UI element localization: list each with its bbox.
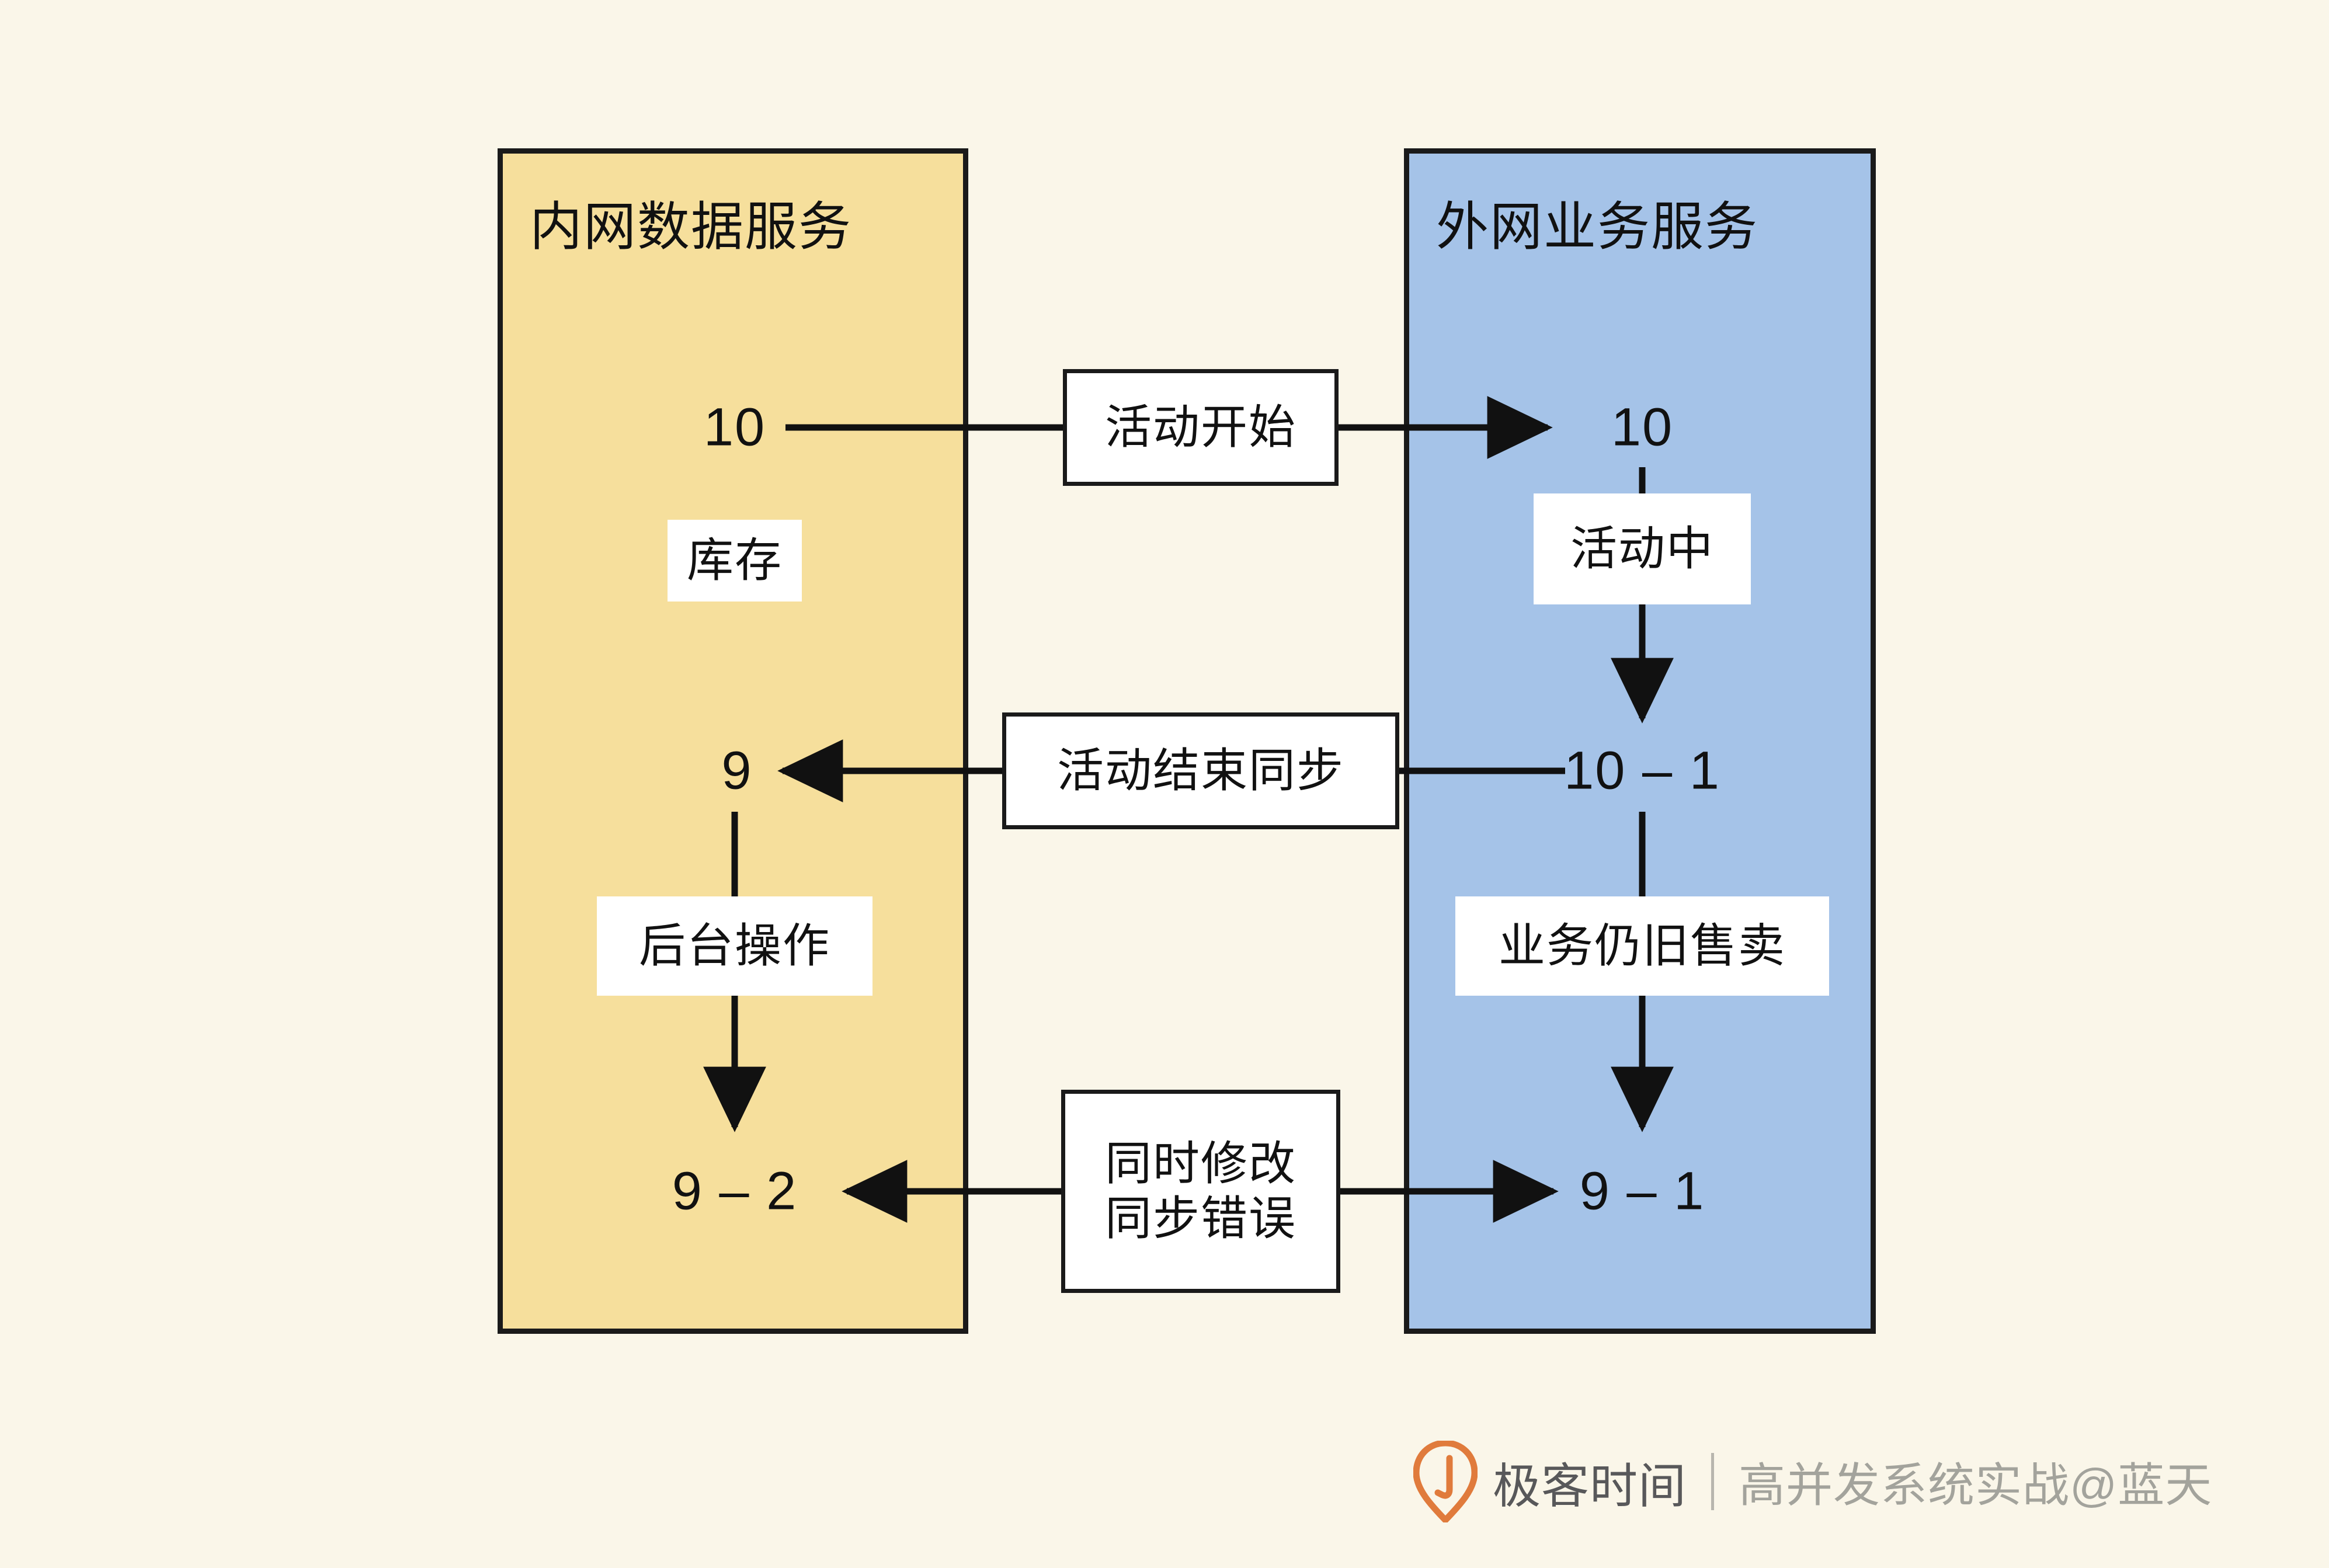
label-activity-start: 活动开始 [1063, 369, 1339, 486]
node-internal-stock-after-sync: 9 [721, 740, 753, 801]
lane-internal-title: 内网数据服务 [530, 198, 852, 256]
label-activity-running: 活动中 [1534, 493, 1751, 604]
geekbang-logo-icon [1413, 1441, 1478, 1522]
label-concurrent-modify-line2: 同步错误 [1105, 1192, 1296, 1244]
node-external-stock-after-sale: 10 – 1 [1564, 740, 1720, 801]
lane-external-title: 外网业务服务 [1436, 198, 1758, 256]
label-activity-end-sync: 活动结束同步 [1002, 712, 1399, 829]
lane-external-business-service: 外网业务服务 [1404, 148, 1876, 1334]
footer-divider [1711, 1453, 1715, 1510]
footer-course: 高并发系统实战@蓝天 [1739, 1459, 2213, 1511]
footer-watermark: 极客时间 高并发系统实战@蓝天 [1413, 1432, 2212, 1531]
label-backend-operation: 后台操作 [597, 896, 872, 996]
footer-brand: 极客时间 [1493, 1459, 1687, 1513]
node-internal-stock-final: 9 – 2 [672, 1161, 798, 1221]
label-concurrent-modify-line1: 同时修改 [1105, 1137, 1296, 1190]
node-external-stock-final: 9 – 1 [1579, 1161, 1705, 1221]
node-internal-stock-initial: 10 [703, 397, 766, 457]
label-concurrent-modify-sync-error: 同时修改 同步错误 [1061, 1090, 1340, 1293]
lane-internal-data-service: 内网数据服务 [498, 148, 968, 1334]
label-business-still-selling: 业务仍旧售卖 [1455, 896, 1829, 996]
node-external-stock-initial: 10 [1611, 397, 1674, 457]
label-stock: 库存 [668, 520, 802, 602]
